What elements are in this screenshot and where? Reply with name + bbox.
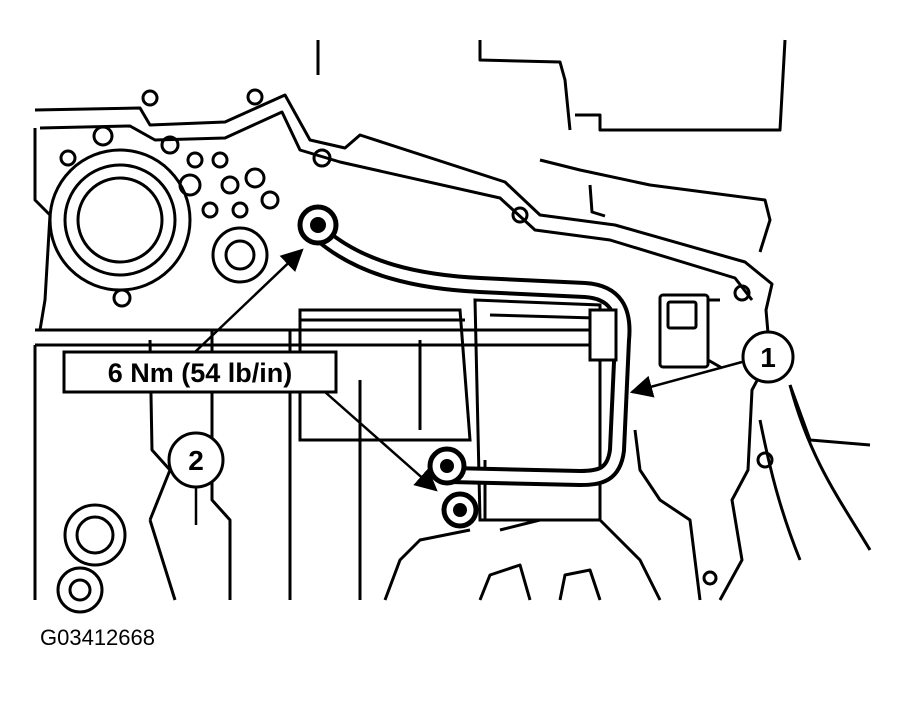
lower-left-fittings xyxy=(56,503,127,614)
lower-tube-bolt xyxy=(441,491,479,529)
valve-body xyxy=(33,93,774,601)
callout-2-number: 2 xyxy=(188,445,204,476)
mounting-holes xyxy=(59,88,774,586)
secondary-bore xyxy=(211,226,269,284)
callout-1-leader xyxy=(629,360,743,398)
callout-1: 1 xyxy=(741,330,795,384)
main-bore xyxy=(48,148,192,292)
callout-2: 2 xyxy=(167,431,225,489)
torque-leader-lower xyxy=(324,391,438,492)
torque-leader-upper xyxy=(194,248,304,353)
passage-holes xyxy=(178,151,280,219)
upper-housing xyxy=(316,39,787,253)
transfer-tube xyxy=(309,223,632,487)
tube-bracket xyxy=(588,293,723,370)
callout-1-number: 1 xyxy=(760,342,776,373)
upper-tube-bolt xyxy=(297,204,339,246)
torque-spec-callout: 6 Nm (54 lb/in) xyxy=(62,350,338,394)
torque-spec-text: 6 Nm (54 lb/in) xyxy=(108,358,293,388)
leader-lines xyxy=(194,248,743,525)
background-bands xyxy=(35,318,590,347)
case-right xyxy=(758,384,872,561)
lower-tube-fitting xyxy=(427,446,467,486)
figure-id: G03412668 xyxy=(40,625,155,650)
torque-spec-box xyxy=(62,350,338,394)
